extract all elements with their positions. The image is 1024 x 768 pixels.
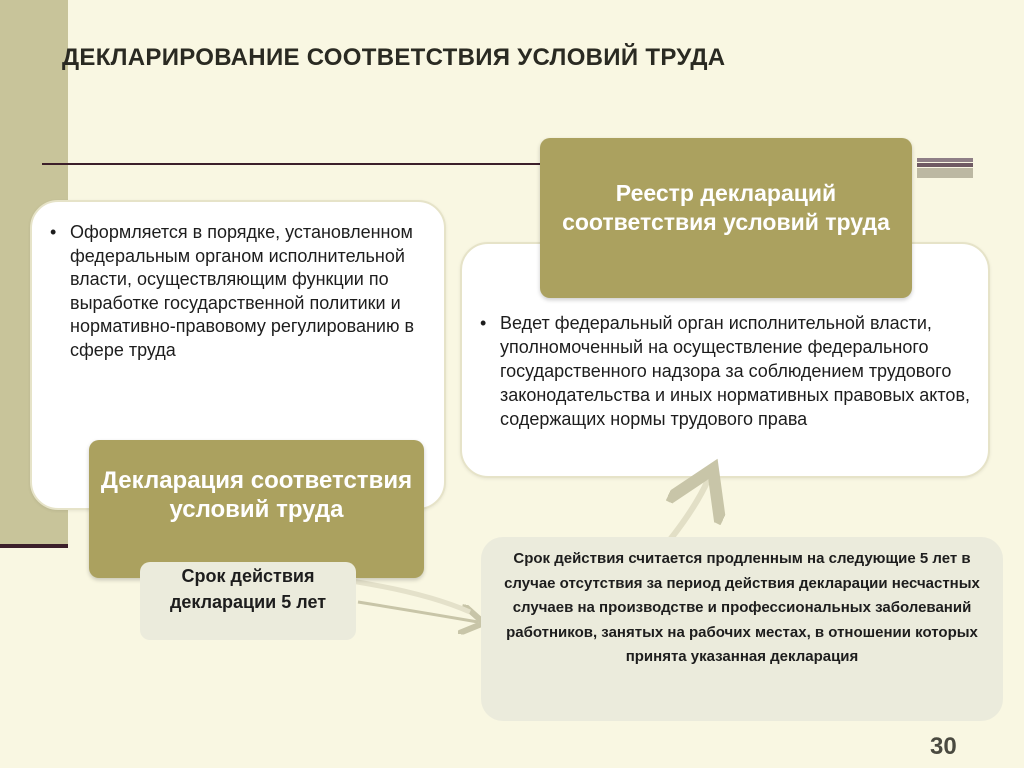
registry-label: Реестр деклараций соответствия условий т… (562, 180, 890, 235)
sidebar-divider (0, 544, 68, 548)
right-text: Ведет федеральный орган исполнительной в… (500, 313, 971, 429)
decor-stripe (917, 158, 973, 162)
bullet-icon: • (50, 222, 57, 242)
decor-stripe (917, 168, 973, 178)
extension-box: Срок действия считается продленным на сл… (481, 537, 1003, 721)
left-bullet-text: • Оформляется в порядке, установленном фе… (50, 221, 440, 363)
declaration-box: Декларация соответствия условий труда (89, 440, 424, 578)
page-number: 30 (930, 733, 957, 760)
title-underline (42, 163, 540, 165)
left-text: Оформляется в порядке, установленном фед… (70, 222, 415, 360)
declaration-label: Декларация соответствия условий труда (100, 467, 413, 523)
registry-box: Реестр деклараций соответствия условий т… (540, 138, 912, 298)
term-box: Срок действия декларации 5 лет (140, 562, 356, 640)
right-bullet-text: • Ведет федеральный орган исполнительной … (480, 311, 994, 431)
arrow-to-extension (357, 600, 478, 622)
decor-stripe (917, 163, 973, 167)
slide-title: ДЕКЛАРИРОВАНИЕ СООТВЕТСТВИЯ УСЛОВИЙ ТРУД… (62, 44, 726, 71)
bullet-icon: • (480, 313, 487, 333)
